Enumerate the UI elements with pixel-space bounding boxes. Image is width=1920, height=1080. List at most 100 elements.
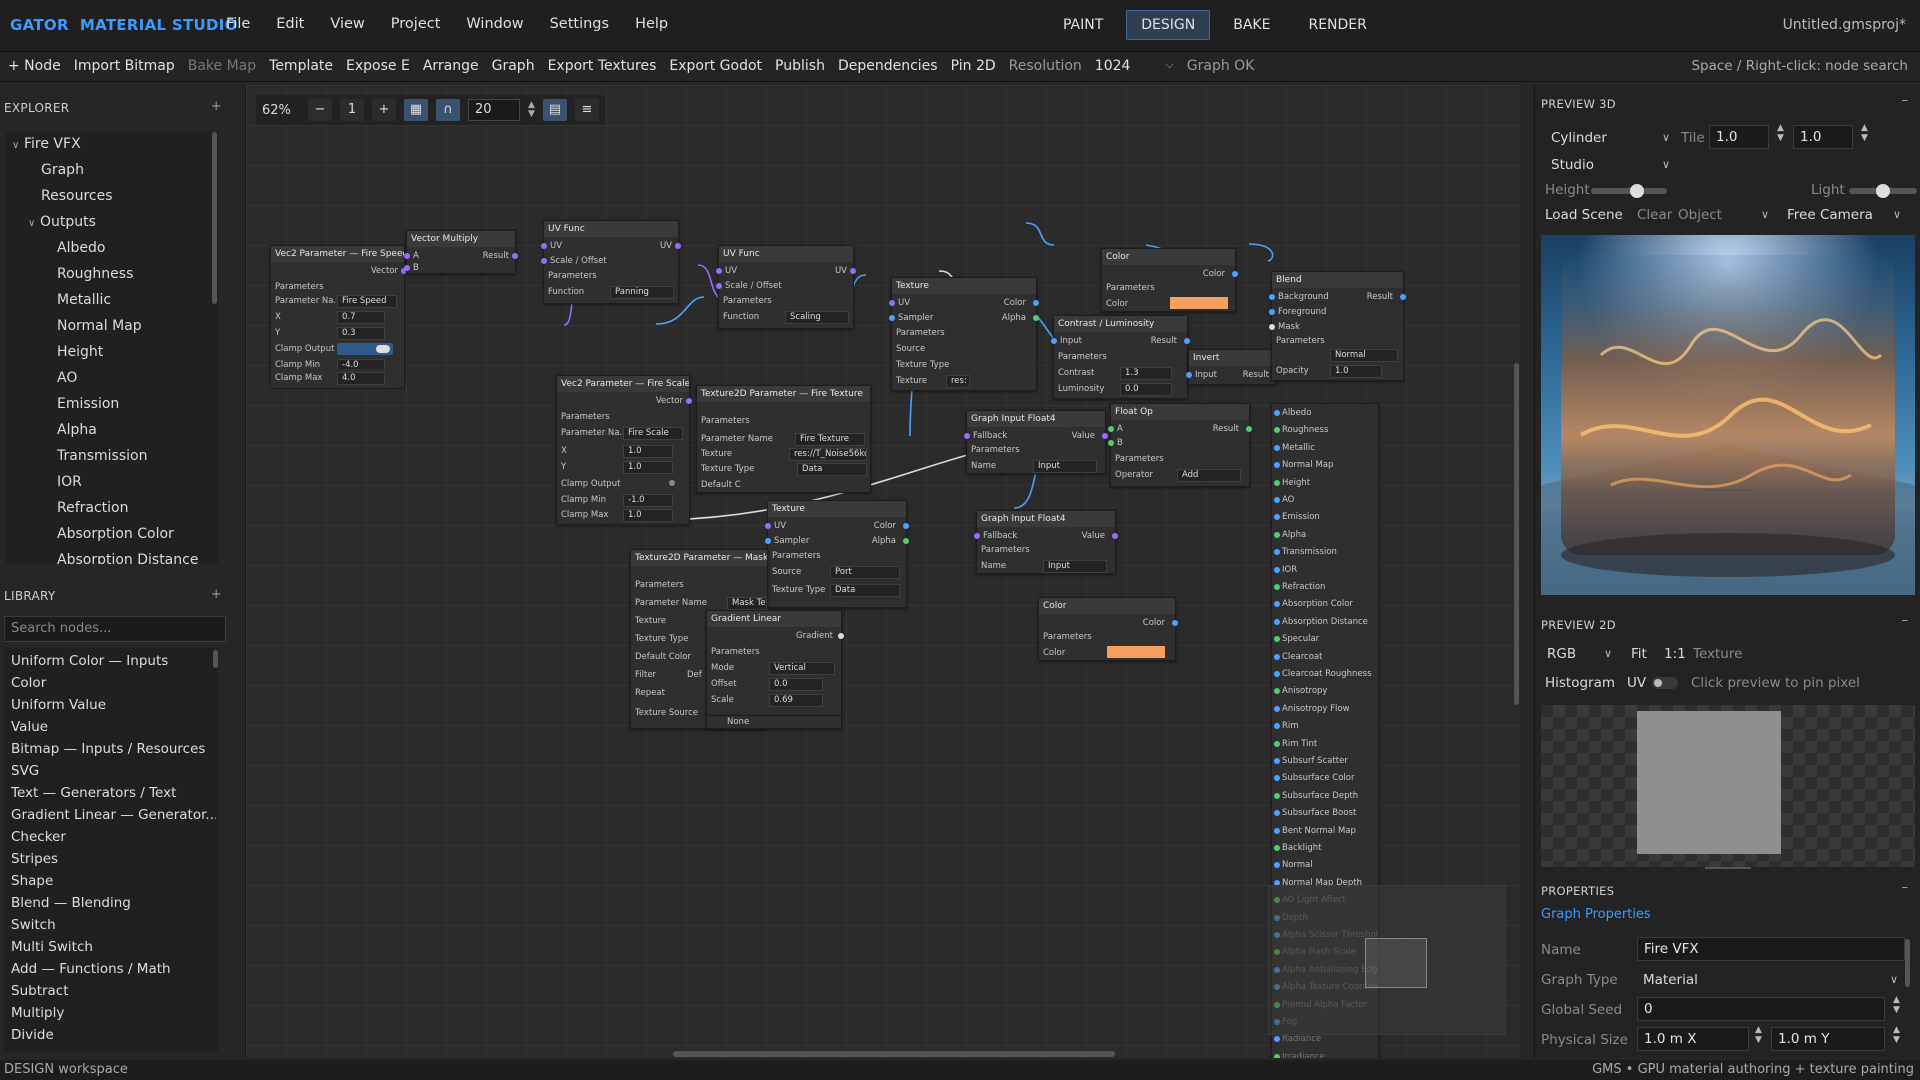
output-pin-row[interactable]: Emission — [1274, 512, 1320, 522]
output-pin[interactable] — [903, 538, 909, 544]
graph-button[interactable]: Graph — [491, 58, 535, 74]
output-pin[interactable] — [675, 243, 681, 249]
output-pin[interactable] — [1033, 300, 1039, 306]
splitter-handle[interactable] — [1705, 867, 1751, 869]
node-uv-func-panning[interactable]: UV Func UV Scale / Offset UV Parameters … — [541, 220, 681, 304]
tree-output-item[interactable]: Emission — [57, 396, 120, 412]
input-pin[interactable] — [765, 538, 771, 544]
tile-x-field[interactable]: 1.0 — [1709, 125, 1769, 149]
clamp-max-field[interactable]: 4.0 — [337, 372, 385, 385]
node-blend[interactable]: Blend Background Foreground Mask Paramet… — [1269, 271, 1406, 381]
library-item[interactable]: Value — [11, 719, 49, 735]
library-item[interactable]: Text — Generators / Text — [11, 785, 177, 801]
output-pin-row[interactable]: Subsurface Depth — [1274, 791, 1358, 801]
input-pin[interactable] — [1274, 862, 1280, 869]
library-item[interactable]: Multi Switch — [11, 939, 93, 955]
mode-select[interactable]: Vertical — [769, 662, 835, 675]
minimap-viewport[interactable] — [1365, 938, 1427, 988]
input-pin[interactable] — [1269, 294, 1275, 300]
node-vec2-fire-speed[interactable]: Vec2 Parameter — Fire Speed Vector Param… — [270, 245, 407, 381]
tree-root[interactable]: ∨Fire VFX — [12, 136, 81, 152]
mode-bake[interactable]: BAKE — [1233, 17, 1271, 33]
preview-3d-viewport[interactable] — [1541, 235, 1915, 595]
tree-output-item[interactable]: AO — [57, 370, 78, 386]
add-node-button[interactable]: + Node — [8, 58, 61, 74]
output-pin-row[interactable]: Roughness — [1274, 425, 1328, 435]
library-item[interactable]: Uniform Value — [11, 697, 107, 713]
output-pin[interactable] — [1102, 433, 1108, 439]
output-pin-row[interactable]: Normal Map — [1274, 460, 1333, 470]
input-pin[interactable] — [1274, 531, 1280, 538]
magnet-icon[interactable]: ∩ — [436, 99, 460, 121]
library-scrollbar[interactable] — [213, 650, 218, 668]
library-search-input[interactable]: Search nodes... — [4, 616, 226, 642]
publish-button[interactable]: Publish — [775, 58, 825, 74]
library-item[interactable]: Gradient Linear — Generator... — [11, 807, 216, 823]
collapse-icon[interactable]: – — [1901, 880, 1909, 895]
output-pin-row[interactable]: Clearcoat — [1274, 652, 1322, 662]
input-pin[interactable] — [541, 258, 547, 264]
contrast-field[interactable]: 1.3 — [1120, 367, 1172, 380]
output-pin-row[interactable]: Subsurf Scatter — [1274, 756, 1348, 766]
offset-field[interactable]: 0.0 — [769, 678, 823, 691]
output-pin-row[interactable]: Specular — [1274, 634, 1319, 644]
name-field[interactable]: Input — [1043, 560, 1107, 573]
height-slider-knob[interactable] — [1629, 184, 1644, 198]
canvas-v-scrollbar[interactable] — [1514, 363, 1519, 705]
plus-icon[interactable]: + — [210, 99, 222, 114]
blend-mode-select[interactable]: Normal — [1330, 349, 1398, 362]
output-pin-row[interactable]: Radiance — [1274, 1034, 1321, 1044]
output-pin-row[interactable]: Normal — [1274, 860, 1313, 870]
output-pin-row[interactable]: Backlight — [1274, 843, 1321, 853]
tree-output-item[interactable]: Normal Map — [57, 318, 142, 334]
output-pin-row[interactable]: Clearcoat Roughness — [1274, 669, 1372, 679]
chevron-down-icon[interactable]: ∨ — [12, 140, 20, 151]
environment-select[interactable]: Studio — [1551, 157, 1594, 173]
chevron-down-icon[interactable]: ∨ — [1893, 208, 1902, 221]
input-pin[interactable] — [1274, 479, 1280, 486]
output-pin-row[interactable]: Alpha — [1274, 530, 1306, 540]
output-pin[interactable] — [1172, 620, 1178, 626]
mode-paint[interactable]: PAINT — [1063, 17, 1104, 33]
node-contrast-luminosity[interactable]: Contrast / Luminosity Input Result Param… — [1051, 315, 1190, 399]
tree-output-item[interactable]: Roughness — [57, 266, 134, 282]
stepper-icon[interactable]: ▲▼ — [1893, 1025, 1900, 1045]
source-select[interactable]: Port — [830, 566, 900, 579]
output-pin-row[interactable]: Albedo — [1274, 408, 1311, 418]
collapse-icon[interactable]: – — [1901, 93, 1909, 108]
zoom-out-icon[interactable]: − — [308, 99, 332, 121]
opacity-field[interactable]: 1.0 — [1330, 365, 1382, 378]
grid-size-input[interactable]: 20 — [468, 99, 520, 121]
node-float-op[interactable]: Float Op A B Result Parameters Operator … — [1108, 403, 1252, 487]
name-field[interactable]: Input — [1033, 460, 1097, 473]
output-pin[interactable] — [1232, 271, 1238, 277]
node-graph-input-2[interactable]: Graph Input Float4 Fallback Value Parame… — [974, 510, 1118, 574]
output-pin[interactable] — [1246, 426, 1252, 432]
input-pin[interactable] — [1274, 758, 1280, 764]
output-pin[interactable] — [850, 268, 856, 274]
library-item[interactable]: Add — Functions / Math — [11, 961, 171, 977]
output-pin-row[interactable]: Irradiance — [1274, 1052, 1325, 1058]
node-uv-func-scaling[interactable]: UV Func UV Scale / Offset UV Parameters … — [716, 245, 856, 329]
input-pin[interactable] — [1051, 338, 1057, 344]
parameter-name-field[interactable]: Mask Te — [727, 597, 767, 610]
load-scene-button[interactable]: Load Scene — [1545, 207, 1623, 223]
input-pin[interactable] — [1269, 324, 1275, 330]
pin-2d-button[interactable]: Pin 2D — [950, 58, 996, 74]
node-texture-2[interactable]: Texture UV Sampler Color Alpha Parameter… — [765, 500, 909, 608]
output-pin-row[interactable]: Normal Map Depth — [1274, 878, 1362, 888]
library-item[interactable]: Subtract — [11, 983, 69, 999]
output-pin-row[interactable]: Absorption Color — [1274, 599, 1353, 609]
input-pin[interactable] — [1274, 1053, 1280, 1058]
output-pin[interactable] — [903, 523, 909, 529]
library-item[interactable]: Shape — [11, 873, 54, 889]
chevron-down-icon[interactable]: ∨ — [1890, 973, 1899, 986]
clamp-output-toggle[interactable] — [669, 480, 675, 486]
input-pin[interactable] — [1274, 566, 1280, 573]
library-item[interactable]: Stripes — [11, 851, 59, 867]
input-pin[interactable] — [1274, 514, 1280, 521]
input-pin[interactable] — [1274, 740, 1280, 747]
clamp-min-field[interactable]: -1.0 — [623, 494, 673, 507]
stepper-icon[interactable]: ▲▼ — [1861, 123, 1868, 143]
input-pin[interactable] — [889, 315, 895, 321]
